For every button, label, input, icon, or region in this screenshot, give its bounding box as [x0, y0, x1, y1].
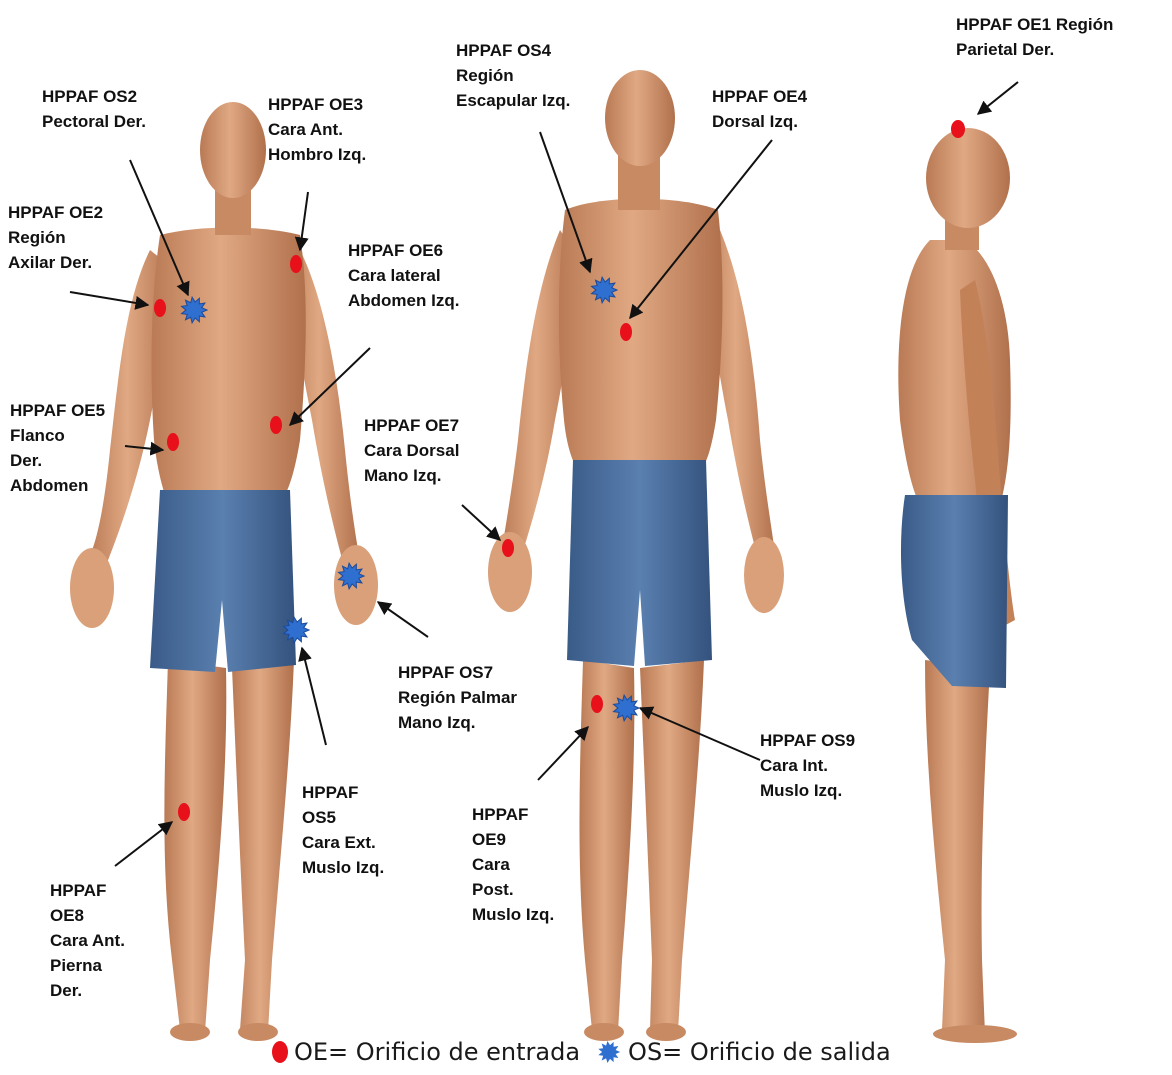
- entry-wound-oe6: [270, 416, 282, 434]
- label-line: Muslo Izq.: [302, 855, 384, 880]
- label-line: HPPAF OE2: [8, 200, 103, 225]
- label-line: Cara Ext.: [302, 830, 384, 855]
- label-line: Muslo Izq.: [472, 902, 554, 927]
- label-line: Cara: [472, 852, 554, 877]
- exit-legend-icon: [596, 1039, 622, 1065]
- label-line: Pierna: [50, 953, 125, 978]
- label-line: Cara Dorsal: [364, 438, 459, 463]
- label-line: Dorsal Izq.: [712, 109, 807, 134]
- entry-wound-oe2: [154, 299, 166, 317]
- label-line: HPPAF OS9: [760, 728, 855, 753]
- label-line: Parietal Der.: [956, 37, 1113, 62]
- exit-wound-os9: [614, 695, 640, 721]
- label-line: Post.: [472, 877, 554, 902]
- label-line: HPPAF: [302, 780, 384, 805]
- label-line: HPPAF OE1 Región: [956, 12, 1113, 37]
- entry-wound-oe8: [178, 803, 190, 821]
- label-line: HPPAF OE4: [712, 84, 807, 109]
- label-line: Mano Izq.: [398, 710, 517, 735]
- label-line: Cara lateral: [348, 263, 459, 288]
- entry-legend-marker: [272, 1041, 288, 1063]
- label-line: Cara Int.: [760, 753, 855, 778]
- entry-wound-oe3: [290, 255, 302, 273]
- label-line: Abdomen Izq.: [348, 288, 459, 313]
- entry-wound-oe1: [951, 120, 965, 138]
- label-line: Abdomen: [10, 473, 105, 498]
- exit-wound-os5: [284, 617, 310, 643]
- label-line: Hombro Izq.: [268, 142, 366, 167]
- arrow-oe1: [978, 82, 1018, 114]
- label-line: Flanco: [10, 423, 105, 448]
- label-line: HPPAF: [50, 878, 125, 903]
- label-line: Escapular Izq.: [456, 88, 570, 113]
- label-line: HPPAF OS2: [42, 84, 146, 109]
- entry-wound-oe5: [167, 433, 179, 451]
- exit-legend-text: OS= Orificio de salida: [628, 1038, 891, 1066]
- label-line: HPPAF OE6: [348, 238, 459, 263]
- label-line: Región Palmar: [398, 685, 517, 710]
- entry-legend-text: OE= Orificio de entrada: [294, 1038, 580, 1066]
- entry-wound-oe4: [620, 323, 632, 341]
- label-line: HPPAF OS4: [456, 38, 570, 63]
- label-line: OS5: [302, 805, 384, 830]
- label-line: OE8: [50, 903, 125, 928]
- entry-wound-oe9: [591, 695, 603, 713]
- label-line: Muslo Izq.: [760, 778, 855, 803]
- label-line: Axilar Der.: [8, 250, 103, 275]
- label-line: Mano Izq.: [364, 463, 459, 488]
- legend: OE= Orificio de entrada OS= Orificio de …: [272, 1035, 891, 1069]
- side-figure: [898, 128, 1017, 1043]
- label-line: Región: [8, 225, 103, 250]
- arrow-oe7: [462, 505, 500, 540]
- label-line: OE9: [472, 827, 554, 852]
- label-line: Der.: [50, 978, 125, 1003]
- label-line: HPPAF OE7: [364, 413, 459, 438]
- label-line: HPPAF OE3: [268, 92, 366, 117]
- arrow-oe3: [300, 192, 308, 250]
- label-line: Der.: [10, 448, 105, 473]
- label-line: Región: [456, 63, 570, 88]
- arrow-os7: [378, 602, 428, 637]
- label-line: HPPAF OE5: [10, 398, 105, 423]
- label-line: HPPAF: [472, 802, 554, 827]
- arrow-oe8: [115, 822, 172, 866]
- arrow-os5: [302, 648, 326, 745]
- label-line: Pectoral Der.: [42, 109, 146, 134]
- label-line: HPPAF OS7: [398, 660, 517, 685]
- label-line: Cara Ant.: [268, 117, 366, 142]
- label-line: Cara Ant.: [50, 928, 125, 953]
- entry-wound-oe7: [502, 539, 514, 557]
